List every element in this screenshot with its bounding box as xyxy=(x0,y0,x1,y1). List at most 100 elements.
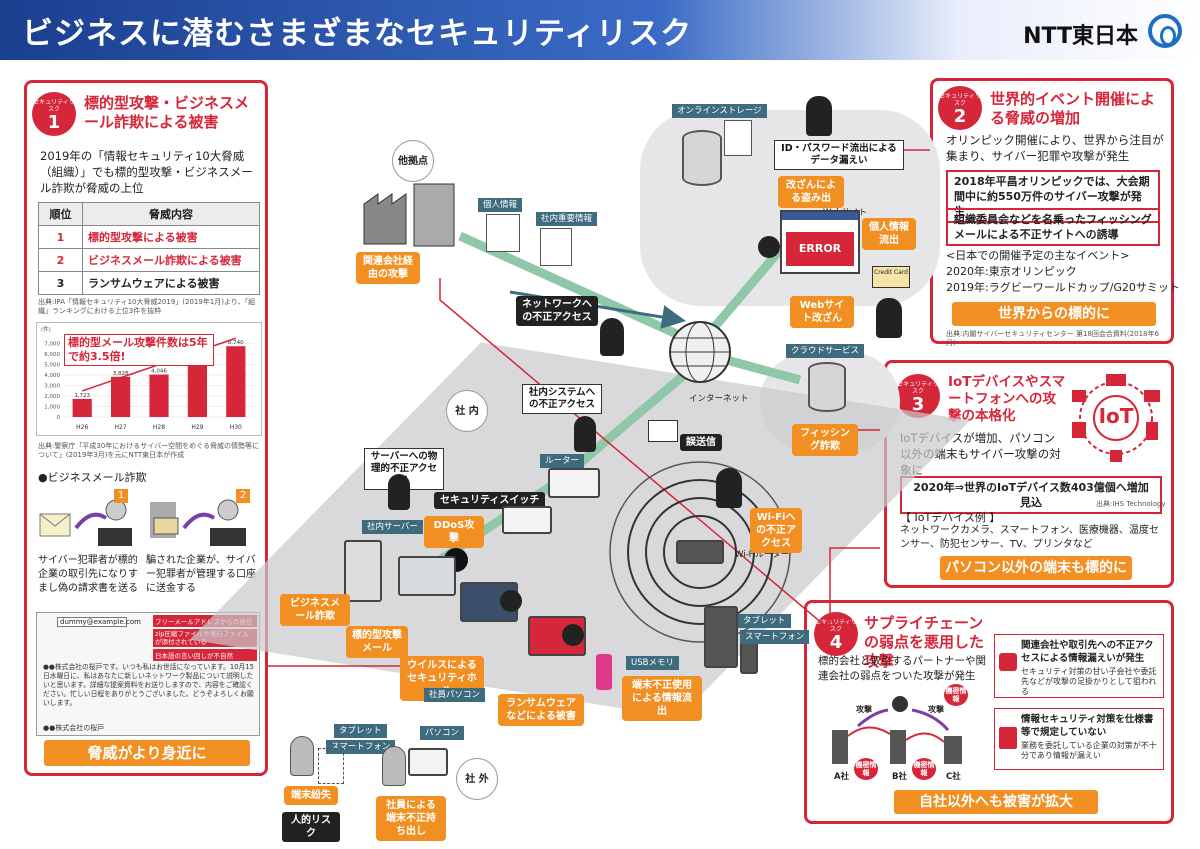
ntt-logo-icon xyxy=(1148,14,1182,48)
threat-table: 順位 脅威内容 1 標的型攻撃による被害 2 ビジネスメール詐欺による被害 3 … xyxy=(38,202,260,295)
risk2-box1: 2018年平昌オリンピックでは、大会期間中に約550万件のサイバー攻撃が発生 xyxy=(946,170,1160,223)
chart-ytick: 3,000 xyxy=(44,384,60,390)
mail-warn-3: 日本語の言い回しが不自然 xyxy=(153,649,257,661)
secret-label-top: 機密情報 xyxy=(944,684,968,706)
virus-icon-3 xyxy=(562,624,584,646)
thief-icon-2 xyxy=(876,298,902,338)
internet-label: インターネット xyxy=(689,394,749,404)
risk3-box: 2020年⇒世界のIoTデバイス数403億個へ増加見込 xyxy=(900,476,1162,514)
thief-icon-3 xyxy=(600,318,624,356)
net-access-label: ネットワークへの不正アクセス xyxy=(516,296,598,326)
laptop-1 xyxy=(398,556,456,596)
mail-body: ●●株式会社の桜戸です。いつも私はお世話になっています。10月15日水曜日に、私… xyxy=(43,663,254,707)
internet-globe-icon xyxy=(668,320,732,384)
table-cell: 3 xyxy=(38,271,83,295)
phone-icon xyxy=(1146,422,1158,440)
chart-data-label: 1,723 xyxy=(74,393,90,399)
chart-ytick: 1,000 xyxy=(44,405,60,411)
pc2-label: パソコン xyxy=(420,726,465,740)
misdelivery-label: 誤送信 xyxy=(680,434,722,451)
chart-data-label: 3,828 xyxy=(113,371,129,377)
chart-bar xyxy=(111,376,131,417)
building-c-icon xyxy=(944,736,962,764)
company-a-label: A社 xyxy=(834,772,850,782)
page-title: ビジネスに潜むさまざまなセキュリティリスク xyxy=(22,16,693,52)
router-label: ルーター xyxy=(540,454,585,468)
risk2-events-title: <日本での開催予定の主なイベント> xyxy=(946,249,1130,262)
error-text: ERROR xyxy=(786,232,854,266)
bec-illustration-2 xyxy=(144,488,254,550)
tablet2-label: タブレット xyxy=(334,724,387,738)
switch-label: セキュリティスイッチ xyxy=(434,492,546,509)
chart-callout: 標的型メール攻撃件数は5年で約3.5倍! xyxy=(64,334,214,366)
medical-icon xyxy=(1072,422,1086,438)
error-browser: ERROR xyxy=(780,210,860,274)
id-leak-label: ID・パスワード流出によるデータ漏えい xyxy=(774,140,904,170)
supply-chain-diagram: 攻撃 攻撃 機密情報 機密情報 機密情報 A社 B社 C社 xyxy=(818,684,988,786)
chart-xtick: H27 xyxy=(115,424,127,431)
bulb-icon xyxy=(1072,390,1086,402)
mail-from: dummy@example.com xyxy=(57,617,141,627)
chart-ytick: 6,000 xyxy=(44,352,60,358)
risk4-item1-title: 関連会社や取引先への不正アクセスによる情報漏えいが発生 xyxy=(1021,640,1154,664)
risk4-title: サプライチェーンの弱点を悪用した攻撃 xyxy=(864,614,985,670)
chart-ytick: 2,000 xyxy=(44,394,60,400)
web-tamper-label: Webサイト改ざん xyxy=(790,296,854,328)
risk3-footer: パソコン以外の端末も標的に xyxy=(940,556,1132,580)
sensor-icon xyxy=(1110,450,1122,462)
bec-title: ●ビジネスメール詐欺 xyxy=(38,471,147,484)
chart-xtick: H29 xyxy=(191,424,203,431)
bec-illustration-1 xyxy=(36,488,136,550)
mail-sign: ●●株式会社の桜戸 xyxy=(43,724,105,732)
table-header-row: 順位 脅威内容 xyxy=(38,202,260,226)
chart-xtick: H28 xyxy=(153,424,165,431)
storage-docs-icon xyxy=(724,120,752,156)
brand-name: NTT東日本 xyxy=(1023,24,1138,49)
table-header: 脅威内容 xyxy=(82,202,260,226)
company-c-label: C社 xyxy=(946,772,961,782)
docs-icon-1 xyxy=(486,214,520,252)
risk2-event1: 2020年:東京オリンピック xyxy=(946,265,1077,278)
chart-bar xyxy=(187,353,207,417)
bec-diagram-label: ビジネスメール詐欺 xyxy=(280,594,350,626)
branch-label: 他拠点 xyxy=(392,140,434,182)
company-b-label: B社 xyxy=(892,772,907,782)
risk3-title: IoTデバイスやスマートフォンへの攻撃の本格化 xyxy=(948,374,1066,424)
router-icon xyxy=(548,468,600,498)
tamper-theft-label: 改ざんによる盗み出 xyxy=(778,176,844,208)
building-alert-icon xyxy=(999,653,1017,671)
table-cell: ランサムウェアによる被害 xyxy=(82,271,260,295)
chart-ytick: 5,000 xyxy=(44,363,60,369)
risk3-examples-title: 【 IoTデバイス例 】 xyxy=(900,511,1001,524)
risk3-examples: ネットワークカメラ、スマートフォン、医療機器、温度センサー、防犯センサー、TV、… xyxy=(900,525,1159,550)
personal-info-label: 個人情報 xyxy=(478,198,523,212)
tablet-label: タブレット xyxy=(738,614,791,628)
chart-source: 出典:警察庁「平成30年におけるサイバー空間をめぐる脅威の情勢等について」(20… xyxy=(38,442,259,459)
targeted-mail-label: 標的型攻撃メール xyxy=(346,626,408,658)
chart-bar xyxy=(72,398,92,417)
secret-label-a: 機密情報 xyxy=(854,758,878,780)
risk4-item1: 関連会社や取引先への不正アクセスによる情報漏えいが発生 セキュリティ対策の甘い子… xyxy=(994,634,1164,698)
ddos-label: DDoS攻撃 xyxy=(424,516,484,548)
outside-label: 社 外 xyxy=(456,758,498,800)
human-risk-label: 人的リスク xyxy=(282,812,340,842)
device-ghost-icon xyxy=(318,748,344,784)
loss-label: 端末紛失 xyxy=(284,786,338,805)
risk4-item2-text: 業務を委託している企業の対策が不十分であり情報が漏えい xyxy=(1021,741,1157,760)
risk1-title: 標的型攻撃・ビジネスメール詐欺による被害 xyxy=(84,94,250,131)
risk1-footer: 脅威がより身近に xyxy=(44,740,250,766)
personal-leak-label: 個人情報流出 xyxy=(862,218,916,250)
thief-icon-1 xyxy=(806,96,832,136)
sys-access-label: 社内システムへの不正アクセス xyxy=(522,384,602,414)
branch-building-icon xyxy=(360,174,460,250)
camera-icon xyxy=(1106,374,1126,386)
laptop-carry-icon xyxy=(408,748,448,776)
risk4-item1-text: セキュリティ対策の甘い子会社や委託先などが攻撃の足掛かりとして狙われる xyxy=(1021,667,1157,696)
pc-label: 社員パソコン xyxy=(424,688,486,702)
chart-ytick: 4,000 xyxy=(44,373,60,379)
